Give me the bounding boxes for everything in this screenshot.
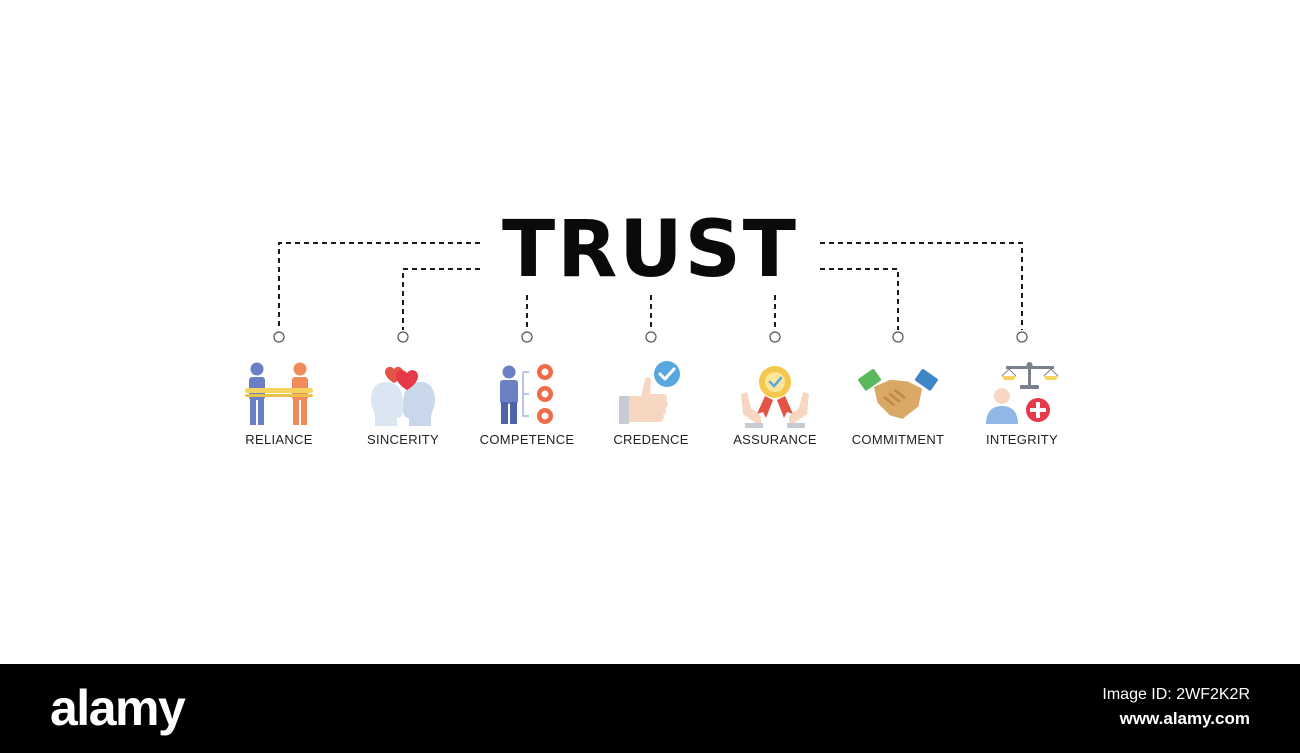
connector-sincerity — [402, 268, 480, 330]
node-integrity — [1016, 331, 1028, 343]
thumbs-up-check-icon — [619, 361, 680, 424]
diagram-title: TRUST — [502, 205, 798, 295]
hands-badge-icon — [741, 366, 809, 428]
connector-reliance — [278, 242, 480, 330]
node-reliance — [273, 331, 285, 343]
label-reliance: RELIANCE — [245, 432, 313, 447]
label-integrity: INTEGRITY — [985, 432, 1059, 447]
node-commitment — [892, 331, 904, 343]
handshake-icon — [858, 369, 938, 419]
person-skills-icon — [500, 364, 553, 424]
node-sincerity — [397, 331, 409, 343]
label-competence: COMPETENCE — [479, 432, 575, 447]
scale-person-plus-icon — [986, 362, 1059, 424]
label-sincerity: SINCERITY — [366, 432, 440, 447]
two-heads-heart-icon — [371, 366, 435, 426]
website-url: www.alamy.com — [1119, 709, 1250, 728]
label-commitment: COMMITMENT — [851, 432, 945, 447]
trust-diagram: TRUST — [245, 205, 1059, 447]
node-competence — [521, 331, 533, 343]
connector-commitment — [820, 268, 899, 330]
label-assurance: ASSURANCE — [733, 432, 817, 447]
node-assurance — [769, 331, 781, 343]
alamy-logo: alamy — [50, 680, 186, 736]
node-credence — [645, 331, 657, 343]
label-credence: CREDENCE — [613, 432, 689, 447]
connector-lines — [273, 242, 1028, 343]
image-id-text: Image ID: 2WF2K2R — [1102, 686, 1250, 703]
connector-integrity — [820, 242, 1023, 330]
watermark-footer: alamy Image ID: 2WF2K2R www.alamy.com — [0, 664, 1300, 753]
two-people-linked-icon — [245, 362, 313, 425]
